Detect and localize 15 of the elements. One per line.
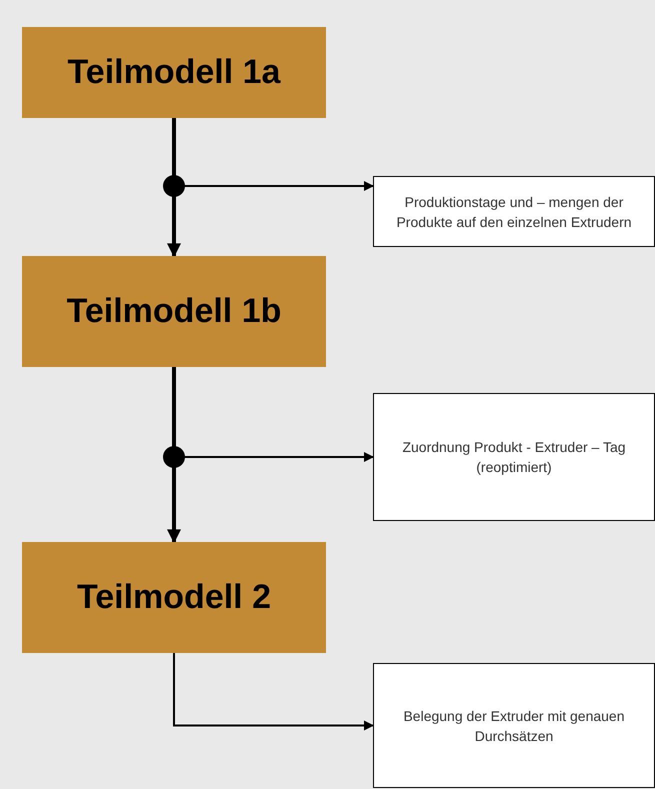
- model-box: [22, 256, 326, 367]
- model-title: Teilmodell 1b: [66, 291, 282, 332]
- arrow: [167, 118, 181, 258]
- output-box: [373, 663, 655, 788]
- output-text: Produktionstage und – mengen der Produkte auf den einzelnen Extrudern: [395, 192, 633, 232]
- output-box: [373, 393, 655, 521]
- model-title: Teilmodell 2: [77, 577, 271, 618]
- arrow: [167, 367, 181, 544]
- model-title: Teilmodell 1a: [68, 52, 280, 93]
- model-box: [22, 542, 326, 653]
- model-box: [22, 27, 326, 118]
- arrow: [173, 653, 374, 730]
- output-text: Zuordnung Produkt - Extruder – Tag (reoptimiert): [401, 438, 627, 477]
- output-box: [373, 176, 655, 247]
- output-text: Belegung der Extruder mit genauen Durchsätzen: [402, 706, 626, 746]
